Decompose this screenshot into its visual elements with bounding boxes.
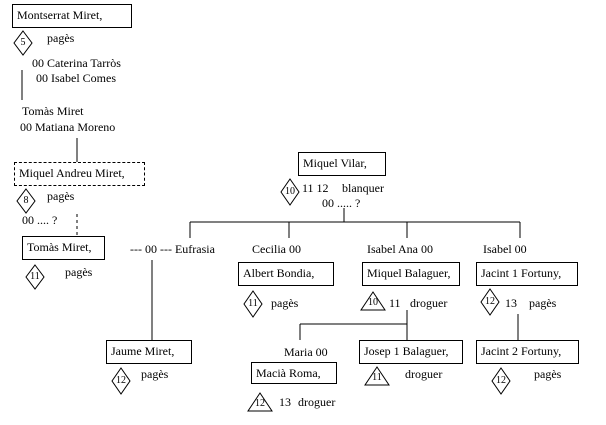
diamond-marker-11: 11 (25, 264, 45, 290)
diamond-marker-10: 10 (280, 178, 300, 206)
jacint1-number: 13 (505, 296, 517, 310)
diamond-marker-8: 8 (16, 188, 36, 214)
person-miquel-vilar: Miquel Vilar, (298, 152, 386, 176)
person-tomas-miret-2: Tomàs Miret, (22, 236, 105, 260)
occupation-balaguer: droguer (410, 296, 448, 310)
diamond-marker-12-jacint1: 12 (480, 288, 500, 316)
person-miquel-andreu: Miquel Andreu Miret, (14, 162, 145, 186)
occupation-macia: droguer (298, 395, 336, 409)
occupation-jacint2: pagès (534, 367, 562, 381)
marriage-unknown: 00 .... ? (22, 213, 58, 227)
macia-number: 13 (279, 395, 291, 409)
person-eufrasia: --- 00 --- Eufrasia (130, 242, 215, 256)
occupation-vilar: blanquer (342, 181, 384, 195)
diamond-marker-12-jacint2: 12 (491, 367, 511, 395)
diamond-marker-12-jaume: 12 (111, 367, 131, 395)
diamond-marker-5: 5 (13, 30, 33, 56)
person-jaume-miret: Jaume Miret, (106, 340, 192, 364)
person-albert-bondia: Albert Bondia, (238, 262, 334, 286)
triangle-marker-12-macia: 12 (247, 392, 273, 412)
balaguer-number: 11 (389, 296, 401, 310)
occupation-jacint1: pagès (529, 296, 557, 310)
person-maria: Maria 00 (284, 345, 328, 359)
spouse-isabel-comes: 00 Isabel Comes (36, 71, 116, 85)
triangle-marker-11-josep: 11 (364, 366, 390, 386)
person-montserrat: Montserrat Miret, (12, 4, 132, 28)
occupation-albert: pagès (271, 296, 299, 310)
person-macia-roma: Macià Roma, (251, 362, 337, 384)
person-isabel-ana: Isabel Ana 00 (367, 242, 433, 256)
person-jacint2-fortuny: Jacint 2 Fortuny, (476, 340, 579, 364)
person-isabel: Isabel 00 (483, 242, 527, 256)
person-miquel-balaguer: Miquel Balaguer, (362, 262, 460, 286)
occupation-montserrat: pagès (47, 31, 75, 45)
vilar-marriage: 00 ..... ? (322, 196, 361, 210)
vilar-numbers: 11 12 (302, 181, 329, 195)
spouse-caterina: 00 Caterina Tarròs (32, 56, 121, 70)
triangle-marker-10: 10 (360, 291, 386, 311)
person-cecilia: Cecilia 00 (252, 242, 301, 256)
person-tomas-miret-1: Tomàs Miret (22, 104, 84, 118)
occupation-jaume: pagès (141, 367, 169, 381)
occupation-miquel-andreu: pagès (47, 189, 75, 203)
occupation-josep: droguer (405, 367, 443, 381)
diamond-marker-11-albert: 11 (243, 290, 263, 318)
spouse-matiana: 00 Matiana Moreno (20, 120, 116, 134)
person-jacint1-fortuny: Jacint 1 Fortuny, (476, 262, 578, 286)
occupation-tomas-2: pagès (65, 265, 93, 279)
person-josep-balaguer: Josep 1 Balaguer, (359, 340, 463, 364)
